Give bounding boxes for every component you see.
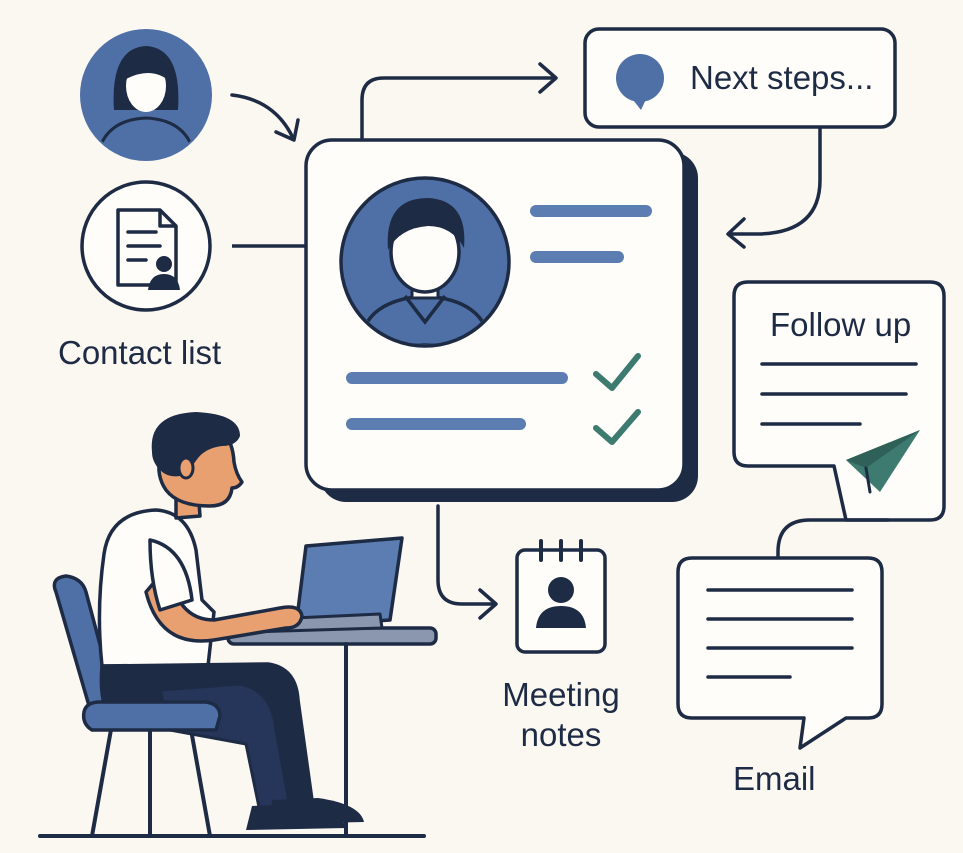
paper-plane-icon (846, 430, 920, 494)
checkmark-icon (593, 409, 641, 445)
arrow-icon (230, 93, 300, 142)
profile-card (304, 138, 698, 502)
meeting-notes-label-line1: Meeting (502, 676, 620, 713)
arrow-icon (726, 126, 822, 249)
next-steps-label: Next steps... (690, 59, 874, 96)
meeting-notes-label-line2: notes (520, 716, 602, 753)
calendar-user-icon (515, 539, 607, 654)
document-user-icon (80, 180, 212, 312)
contact-list-label: Contact list (58, 334, 222, 371)
arrow-icon (360, 62, 558, 142)
arrow-icon (436, 504, 498, 620)
chat-bubble-icon (616, 54, 664, 110)
person-illustration (38, 412, 438, 838)
connector-line (776, 518, 890, 558)
follow-up-note (732, 280, 946, 522)
checkmark-icon (593, 353, 641, 391)
follow-up-label: Follow up (770, 306, 912, 343)
profile-avatar-icon (339, 176, 511, 348)
email-bubble (676, 556, 884, 750)
next-steps-bubble (583, 27, 897, 129)
user-avatar-icon (80, 29, 212, 161)
email-label: Email (733, 760, 816, 797)
